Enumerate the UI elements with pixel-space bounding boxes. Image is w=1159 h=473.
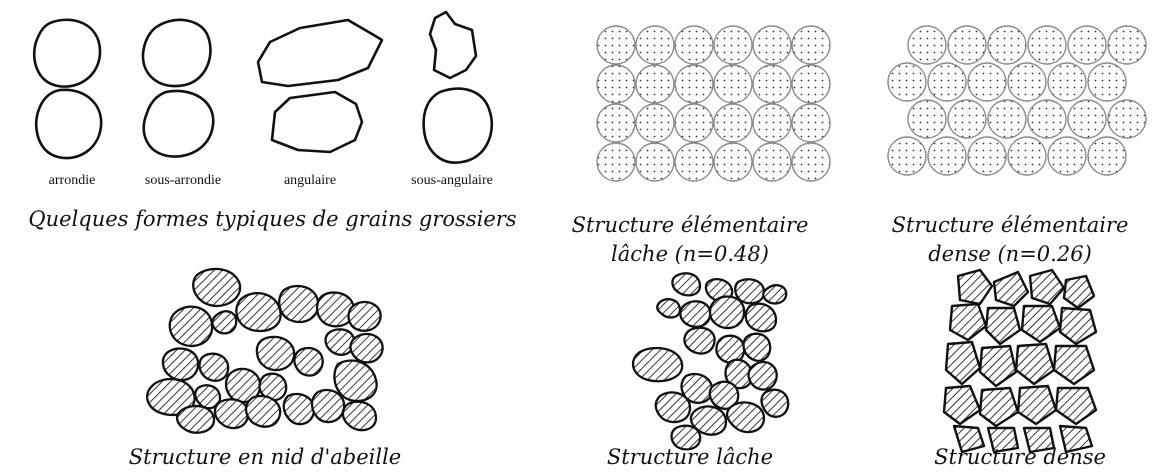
honeycomb-structure: [147, 269, 383, 433]
grain-rounded-top: [34, 20, 100, 87]
particle: [1088, 63, 1126, 101]
caption-elementary-loose-line2: lâche (n=0.48): [560, 241, 820, 267]
particle: [1008, 137, 1046, 175]
particle: [968, 63, 1006, 101]
particle: [753, 65, 791, 103]
particle: [1108, 26, 1146, 64]
particle: [792, 26, 830, 64]
particle: [1008, 63, 1046, 101]
grain-shapes: [34, 12, 492, 163]
particle: [792, 104, 830, 142]
particle: [1028, 100, 1066, 138]
caption-elementary-dense-line2: dense (n=0.26): [880, 241, 1140, 267]
particle: [948, 26, 986, 64]
label-sous-angulaire: sous-angulaire: [387, 173, 517, 189]
grain-subangular-top: [430, 12, 476, 78]
particle: [753, 143, 791, 181]
particle: [714, 26, 752, 64]
loose-structure: [633, 273, 788, 449]
label-arrondie: arrondie: [32, 173, 112, 189]
particle: [1048, 137, 1086, 175]
grain-angular-bottom: [272, 92, 362, 152]
particle: [908, 100, 946, 138]
caption-grain-shapes: Quelques formes typiques de grains gross…: [0, 206, 545, 232]
particle: [948, 100, 986, 138]
caption-loose: Structure lâche: [590, 444, 790, 470]
grain-subrounded-top: [143, 20, 210, 86]
particle: [636, 26, 674, 64]
label-angulaire: angulaire: [265, 173, 355, 189]
particle: [597, 65, 635, 103]
particle: [714, 65, 752, 103]
particle: [1068, 26, 1106, 64]
elementary-loose-structure: [597, 26, 830, 181]
particle: [675, 65, 713, 103]
dense-structure: [944, 270, 1096, 452]
particle: [675, 26, 713, 64]
particle: [928, 63, 966, 101]
particle: [714, 143, 752, 181]
particle: [908, 26, 946, 64]
grain-rounded-bottom: [36, 90, 101, 158]
particle: [1048, 63, 1086, 101]
particle: [928, 137, 966, 175]
particle: [888, 137, 926, 175]
particle: [968, 137, 1006, 175]
particle: [597, 143, 635, 181]
particle: [636, 104, 674, 142]
particle: [1108, 100, 1146, 138]
particle: [1088, 137, 1126, 175]
particle: [753, 104, 791, 142]
particle: [753, 26, 791, 64]
elementary-dense-structure: [888, 26, 1146, 175]
particle: [792, 143, 830, 181]
particle: [597, 26, 635, 64]
caption-honeycomb: Structure en nid d'abeille: [95, 444, 435, 470]
particle: [988, 26, 1026, 64]
grain-subangular-bottom: [424, 89, 492, 163]
particle: [1028, 26, 1066, 64]
particle: [675, 104, 713, 142]
particle: [1068, 100, 1106, 138]
label-sous-arrondie: sous-arrondie: [128, 173, 238, 189]
particle: [636, 143, 674, 181]
caption-dense: Structure dense: [910, 444, 1130, 470]
particle: [988, 100, 1026, 138]
particle: [792, 65, 830, 103]
particle: [675, 143, 713, 181]
particle: [636, 65, 674, 103]
caption-elementary-dense-line1: Structure élémentaire: [880, 212, 1140, 238]
grain-subrounded-bottom: [144, 91, 213, 157]
particle: [714, 104, 752, 142]
caption-elementary-loose-line1: Structure élémentaire: [560, 212, 820, 238]
grain-angular-top: [258, 20, 382, 86]
particle: [597, 104, 635, 142]
particle: [888, 63, 926, 101]
